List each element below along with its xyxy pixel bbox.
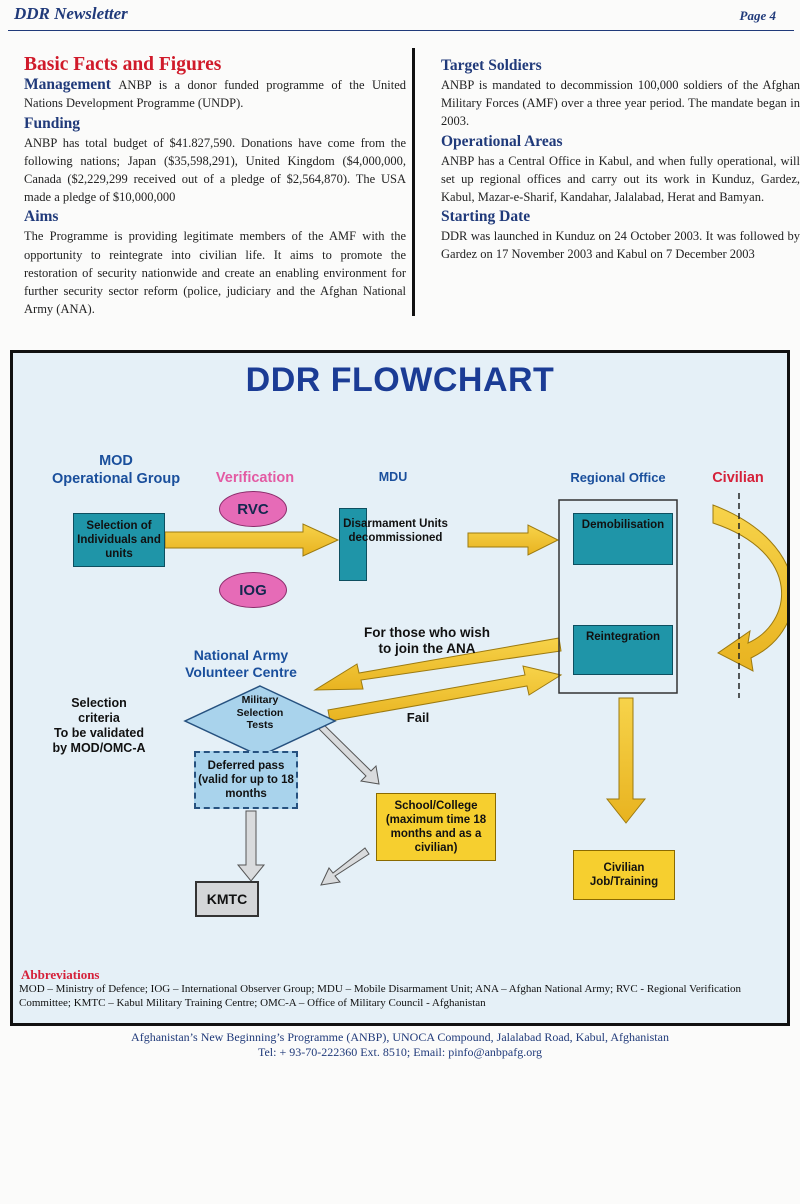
abbreviations-text: MOD – Ministry of Defence; IOG – Interna… <box>19 983 742 1009</box>
date-heading: Starting Date <box>441 208 531 226</box>
areas-heading: Operational Areas <box>441 132 563 150</box>
mod-operational-group-label: MOD Operational Group <box>51 453 181 487</box>
footer-contact: Tel: + 93-70-222360 Ext. 8510; Email: pi… <box>257 1045 543 1059</box>
column-divider <box>412 48 415 316</box>
kmtc-box: KMTC <box>195 881 259 917</box>
page-header: DDR Newsletter Page 4 <box>0 0 800 36</box>
page-footer: Afghanistan’s New Beginning’s Programme … <box>0 1030 800 1060</box>
flowchart-arrows <box>164 493 787 886</box>
arrow-mdu-to-regional <box>467 524 560 556</box>
areas-text: ANBP has a Central Office in Kabul, and … <box>441 153 800 205</box>
disarmament-text: Disarmament Units decommissioned <box>343 518 448 544</box>
deferred-pass-box: Deferred pass (valid for up to 18 months <box>194 751 298 809</box>
ddr-flowchart: DDR FLOWCHART MOD Operational Group Veri… <box>10 350 790 1026</box>
newsletter-title: DDR Newsletter <box>14 4 128 23</box>
mdu-bar <box>339 508 367 581</box>
arrow-reintegration-to-job <box>605 697 647 824</box>
military-tests-label: Military Selection Tests <box>236 694 284 731</box>
fail-label: Fail <box>406 710 430 725</box>
management-heading: Management <box>24 76 111 94</box>
iog-oval: IOG <box>219 572 287 608</box>
aims-text: The Programme is providing legitimate me… <box>24 229 406 317</box>
regional-office-frame <box>558 499 678 694</box>
demobilisation-box: Demobilisation <box>573 513 673 565</box>
header-rule <box>8 30 794 31</box>
page-number: Page 4 <box>739 8 776 23</box>
rvc-oval: RVC <box>219 491 287 527</box>
management-text: ANBP is a donor funded programme of the … <box>24 78 406 111</box>
arrow-school-to-kmtc <box>320 847 370 886</box>
civilian-job-box: Civilian Job/Training <box>573 850 675 900</box>
selection-box: Selection of Individuals and units <box>73 513 165 567</box>
abbreviations-heading: Abbreviations <box>21 967 100 982</box>
funding-heading: Funding <box>24 114 81 132</box>
verification-label: Verification <box>215 470 295 486</box>
selection-criteria-label: Selection criteria To be validated by MO… <box>52 696 146 755</box>
mdu-label: MDU <box>378 470 408 484</box>
date-text: DDR was launched in Kunduz on 24 October… <box>441 229 800 262</box>
target-heading: Target Soldiers <box>441 57 542 74</box>
flowchart-title: DDR FLOWCHART <box>245 361 555 399</box>
footer-address: Afghanistan’s New Beginning’s Programme … <box>131 1030 669 1044</box>
arrow-deferred-to-kmtc <box>236 810 266 882</box>
civilian-label: Civilian <box>712 470 764 486</box>
management-paragraph: Management ANBP is a donor funded progra… <box>24 76 406 112</box>
arrow-selection-to-mdu <box>164 523 340 557</box>
navc-label: National Army Volunteer Centre <box>185 647 297 680</box>
regional-office-label: Regional Office <box>570 470 666 485</box>
arrow-demob-to-reintegration <box>712 504 787 672</box>
left-column: Basic Facts and Figures Management ANBP … <box>24 54 406 318</box>
right-column: Target Soldiers ANBP is mandated to deco… <box>441 56 800 264</box>
join-ana-label: For those who wish to join the ANA <box>363 625 490 656</box>
section-title: Basic Facts and Figures <box>24 54 222 75</box>
arrow-tests-to-school <box>312 717 380 785</box>
target-text: ANBP is mandated to decommission 100,000… <box>441 78 800 129</box>
school-college-box: School/College (maximum time 18 months a… <box>376 793 496 861</box>
arrow-reintegration-to-ana <box>313 637 562 691</box>
funding-text: ANBP has total budget of $41.827,590. Do… <box>24 135 406 205</box>
reintegration-box: Reintegration <box>573 625 673 675</box>
aims-heading: Aims <box>24 208 59 226</box>
arrow-fail-to-reintegration <box>327 665 563 722</box>
